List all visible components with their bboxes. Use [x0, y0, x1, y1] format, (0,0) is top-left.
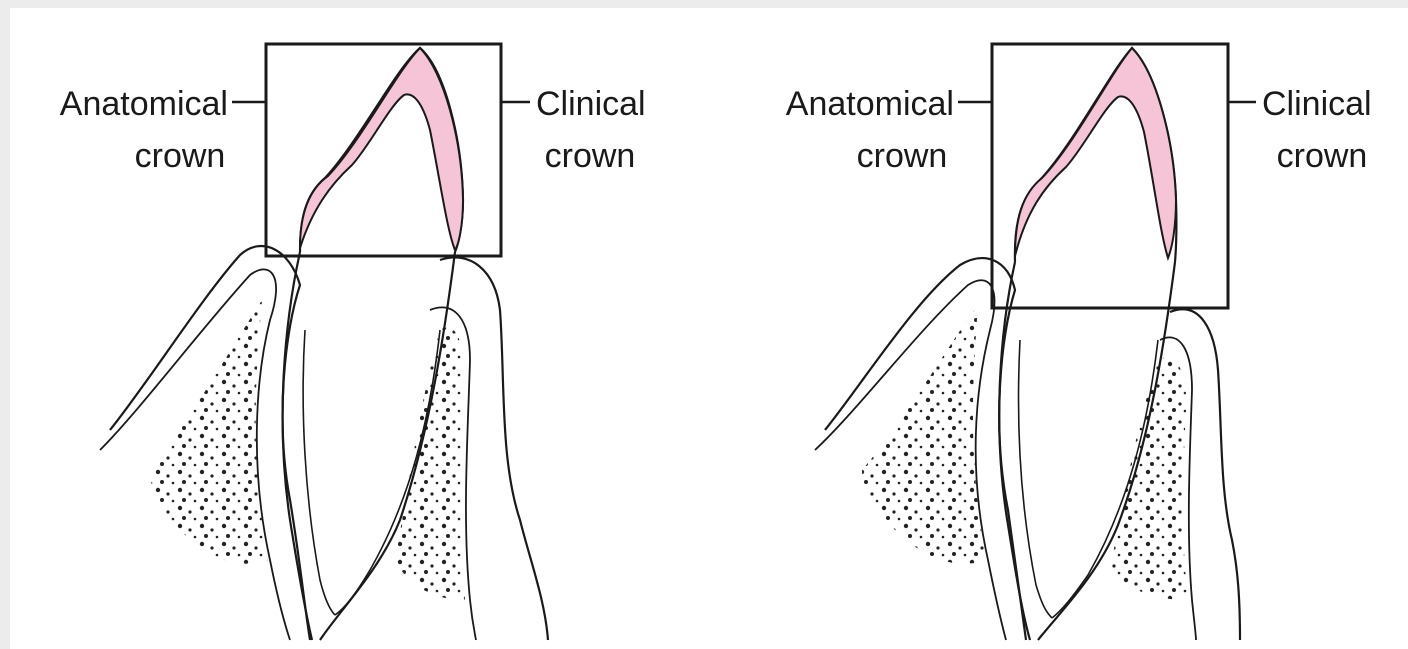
bone-right [1110, 357, 1188, 600]
anatomical-crown-label-line2: crown [135, 137, 226, 175]
anatomical-crown-label-line1: Anatomical [786, 85, 954, 123]
clinical-crown-label-line1: Clinical [1262, 85, 1372, 123]
clinical-crown-label-line2: crown [545, 137, 636, 175]
panel-right: Anatomical crown Clinical crown [786, 44, 1372, 640]
anatomical-crown-label-line2: crown [857, 137, 948, 175]
clinical-crown-label-line1: Clinical [536, 85, 646, 123]
bone-left [150, 300, 268, 564]
anatomical-crown-label-line1: Anatomical [60, 85, 228, 123]
bone-left [862, 305, 986, 564]
clinical-crown-label-line2: crown [1277, 137, 1368, 175]
panel-left: Anatomical crown Clinical crown [60, 44, 646, 640]
bone-right [395, 327, 465, 600]
